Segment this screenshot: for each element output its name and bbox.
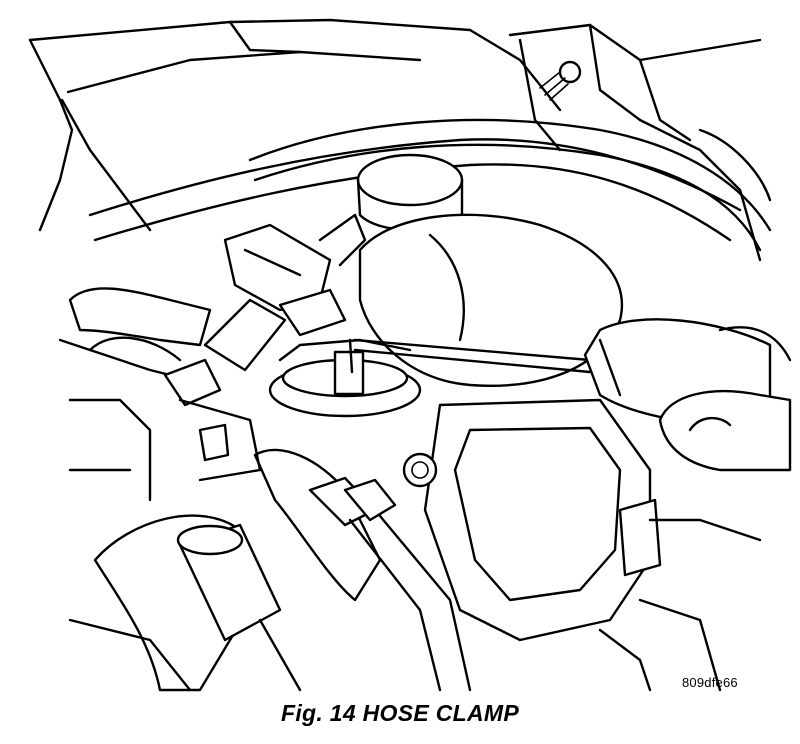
lower-housing	[402, 398, 662, 642]
line-drawing	[28, 18, 792, 692]
reference-code: 809dfe66	[682, 675, 738, 690]
clamp-band	[333, 350, 365, 396]
upper-bodywork	[28, 18, 562, 232]
hose-clamp	[268, 338, 422, 418]
left-engine-parts	[68, 336, 262, 502]
bypass-hose	[253, 448, 472, 692]
thermostat-housing	[358, 213, 624, 387]
lower-pipe	[68, 514, 302, 692]
left-hose	[58, 287, 222, 407]
right-bracket	[508, 23, 762, 152]
hose-clamp-illustration	[28, 18, 792, 692]
housing-bolt-icon	[402, 452, 438, 488]
tube-bundle	[88, 118, 772, 262]
figure-caption: Fig. 14 HOSE CLAMP	[281, 700, 519, 726]
technician-hand	[658, 326, 792, 472]
sensor-connector	[203, 213, 367, 372]
right-lower-lines	[598, 518, 762, 692]
